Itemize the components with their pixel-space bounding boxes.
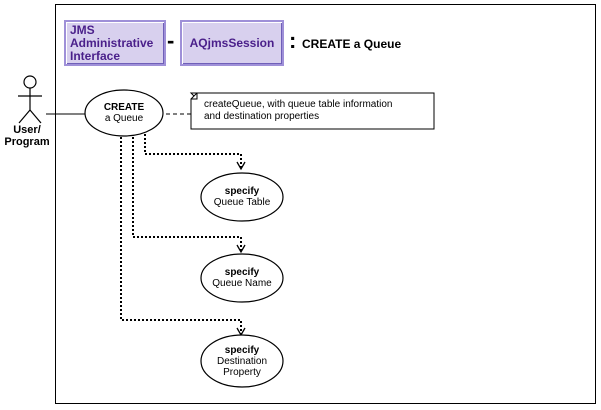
create-queue-ellipse[interactable] xyxy=(84,89,164,137)
diagram-frame xyxy=(55,4,596,404)
create-queue-line-1: CREATE xyxy=(103,102,145,113)
queue-name-line-2: Queue Name xyxy=(212,278,272,289)
queue-name-line-1: specify xyxy=(224,267,260,278)
connector-queue-name xyxy=(132,137,246,254)
connector-queue-table xyxy=(144,134,246,171)
interface-box-line-1: JMS xyxy=(70,23,95,37)
specify-queue-name-ellipse[interactable] xyxy=(200,253,284,303)
jms-administrative-interface-box[interactable]: JMS Administrative Interface xyxy=(64,20,166,66)
destination-line-2: Destination xyxy=(216,355,268,367)
specify-destination-property-ellipse[interactable] xyxy=(200,334,284,388)
queue-table-line-2: Queue Table xyxy=(213,197,271,208)
separator-colon: : xyxy=(289,28,297,53)
specify-queue-table-ellipse[interactable] xyxy=(200,172,284,222)
create-queue-use-case: CREATE a Queue xyxy=(85,98,163,128)
aqjms-session-box[interactable]: AQjmsSession xyxy=(180,20,284,66)
actor-label-line-2: Program xyxy=(4,136,50,148)
specify-queue-table-use-case: specify Queue Table xyxy=(201,182,283,212)
separator-dash: - xyxy=(167,28,175,53)
session-box-label: AQjmsSession xyxy=(189,35,275,50)
actor-label: User/ Program xyxy=(2,124,52,148)
create-queue-line-2: a Queue xyxy=(104,113,144,124)
interface-box-line-3: Interface xyxy=(70,49,121,63)
note-box xyxy=(189,92,435,130)
page-title: CREATE a Queue xyxy=(302,37,402,51)
note-text: createQueue, with queue table informatio… xyxy=(191,93,434,129)
specify-destination-property-use-case: specify Destination Property xyxy=(201,342,283,380)
specify-queue-name-use-case: specify Queue Name xyxy=(201,263,283,293)
note-line-2: and destination properties xyxy=(204,111,320,122)
destination-line-3: Property xyxy=(223,366,261,378)
actor-label-line-1: User/ xyxy=(13,124,41,136)
queue-table-line-1: specify xyxy=(224,186,260,197)
destination-line-1: specify xyxy=(224,344,260,356)
actor-icon xyxy=(18,75,42,124)
interface-box-line-2: Administrative xyxy=(70,36,154,50)
note-line-1: createQueue, with queue table informatio… xyxy=(204,99,393,110)
